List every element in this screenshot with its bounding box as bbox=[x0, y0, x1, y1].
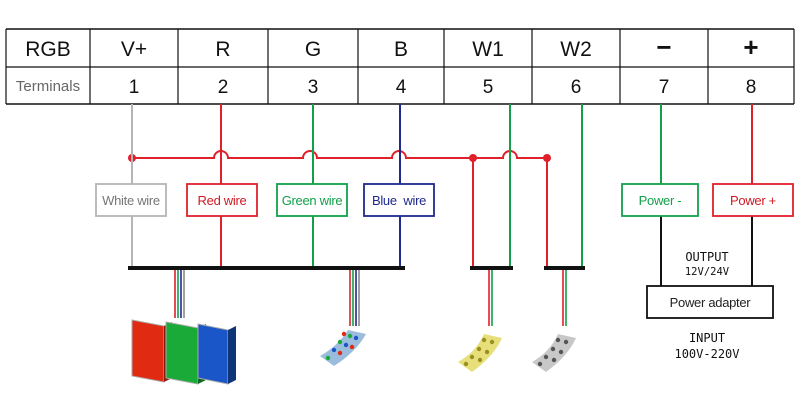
blue-wire-label: Blue wire bbox=[372, 193, 426, 208]
header-vplus: V+ bbox=[121, 38, 147, 61]
terminal-7: 7 bbox=[659, 77, 670, 98]
terminal-6: 6 bbox=[571, 77, 582, 98]
power-negative-label: Power - bbox=[639, 193, 682, 208]
header-g: G bbox=[305, 38, 321, 61]
header-w1: W1 bbox=[472, 38, 504, 61]
power-adapter-label: Power adapter bbox=[670, 295, 752, 310]
header-minus: − bbox=[656, 32, 671, 62]
warm-white-led-strip-icon bbox=[458, 334, 502, 372]
output-voltage: 12V/24V bbox=[685, 266, 730, 278]
wire-label-green: Green wire bbox=[276, 183, 348, 217]
terminal-5: 5 bbox=[483, 77, 494, 98]
terminal-4: 4 bbox=[396, 77, 407, 98]
header-b: B bbox=[394, 38, 408, 61]
terminal-1: 1 bbox=[129, 77, 140, 98]
wire-label-white: White wire bbox=[95, 183, 167, 217]
cool-white-led-strip-icon bbox=[532, 334, 576, 372]
terminal-table: RGB V+ R G B W1 W2 − + Terminals 1 2 3 4… bbox=[5, 28, 795, 105]
header-r: R bbox=[215, 38, 230, 61]
white-wire-label: White wire bbox=[102, 193, 160, 208]
terminal-3: 3 bbox=[308, 77, 319, 98]
terminals-label: Terminals bbox=[16, 78, 80, 95]
cable-bundles bbox=[174, 270, 567, 326]
wire-label-power-positive: Power + bbox=[712, 183, 794, 217]
input-voltage: 100V-220V bbox=[674, 347, 739, 361]
rgb-led-strip-icon bbox=[320, 330, 366, 366]
terminal-2: 2 bbox=[218, 77, 229, 98]
power-positive-label: Power + bbox=[730, 193, 776, 208]
header-rgb: RGB bbox=[25, 38, 71, 61]
input-label: INPUT bbox=[689, 331, 725, 345]
wire-label-blue: Blue wire bbox=[363, 183, 435, 217]
header-w2: W2 bbox=[560, 38, 592, 61]
vplus-bus-wire bbox=[132, 150, 547, 159]
wire-label-red: Red wire bbox=[186, 183, 258, 217]
wire-label-power-negative: Power - bbox=[621, 183, 699, 217]
red-wire-label: Red wire bbox=[198, 193, 247, 208]
wires bbox=[128, 104, 753, 287]
green-wire-label: Green wire bbox=[282, 193, 343, 208]
rgb-panels-icon bbox=[131, 319, 236, 385]
output-label: OUTPUT bbox=[685, 250, 728, 264]
terminal-8: 8 bbox=[746, 77, 757, 98]
power-adapter: Power adapter bbox=[646, 285, 774, 319]
header-plus: + bbox=[743, 32, 758, 62]
